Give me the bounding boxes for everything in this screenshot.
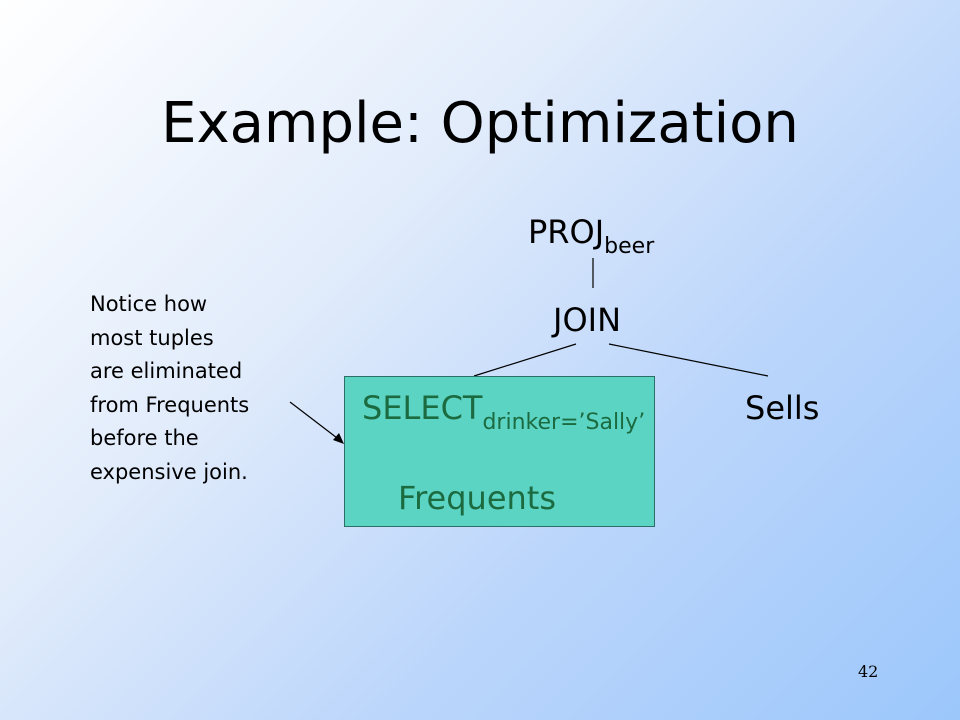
- join-node: JOIN: [553, 301, 621, 339]
- edge-join-select: [473, 343, 577, 377]
- sells-node: Sells: [745, 389, 820, 427]
- note-line: expensive join.: [90, 459, 248, 484]
- frequents-node: Frequents: [398, 479, 556, 517]
- note-line: are eliminated: [90, 359, 243, 383]
- note-line: Notice how: [90, 292, 208, 316]
- note-line: before the: [90, 426, 199, 450]
- select-subscript: drinker=’Sally’: [482, 410, 646, 435]
- proj-subscript: beer: [604, 234, 655, 259]
- page-number: 42: [858, 662, 879, 681]
- slide-title: Example: Optimization: [161, 91, 799, 156]
- note-line: from Frequents: [90, 392, 250, 417]
- proj-operator: PROJ: [528, 213, 605, 251]
- proj-node: PROJbeer: [528, 212, 654, 258]
- select-operator: SELECT: [362, 389, 483, 427]
- note-arrowhead: [333, 433, 344, 444]
- select-highlight-box: [344, 376, 655, 527]
- note-text: Notice how most tuples are eliminated fr…: [90, 288, 290, 489]
- edge-join-sells: [608, 343, 769, 377]
- note-arrow-line: [289, 401, 342, 442]
- select-node: SELECTdrinker=’Sally’: [362, 388, 645, 434]
- note-line: most tuples: [90, 325, 214, 350]
